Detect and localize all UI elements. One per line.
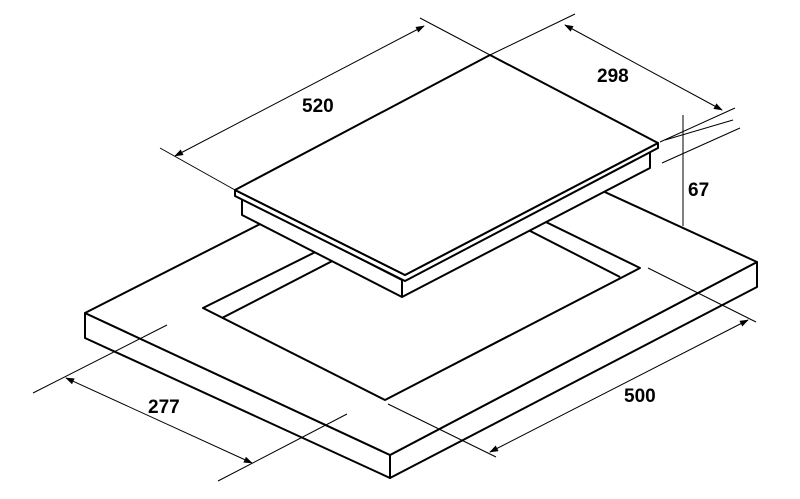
dimension-298: 298 [489,13,736,143]
dimension-label-500: 500 [624,386,656,407]
dimension-label-277: 277 [148,397,180,418]
dimension-500: 500 [387,267,757,458]
dimension-67: 67 [661,115,741,226]
dimension-277: 277 [32,324,348,482]
dimension-label-520: 520 [302,96,334,117]
dimension-520: 520 [159,17,491,191]
dimension-label-67: 67 [688,180,709,201]
dimension-label-298: 298 [597,66,629,87]
